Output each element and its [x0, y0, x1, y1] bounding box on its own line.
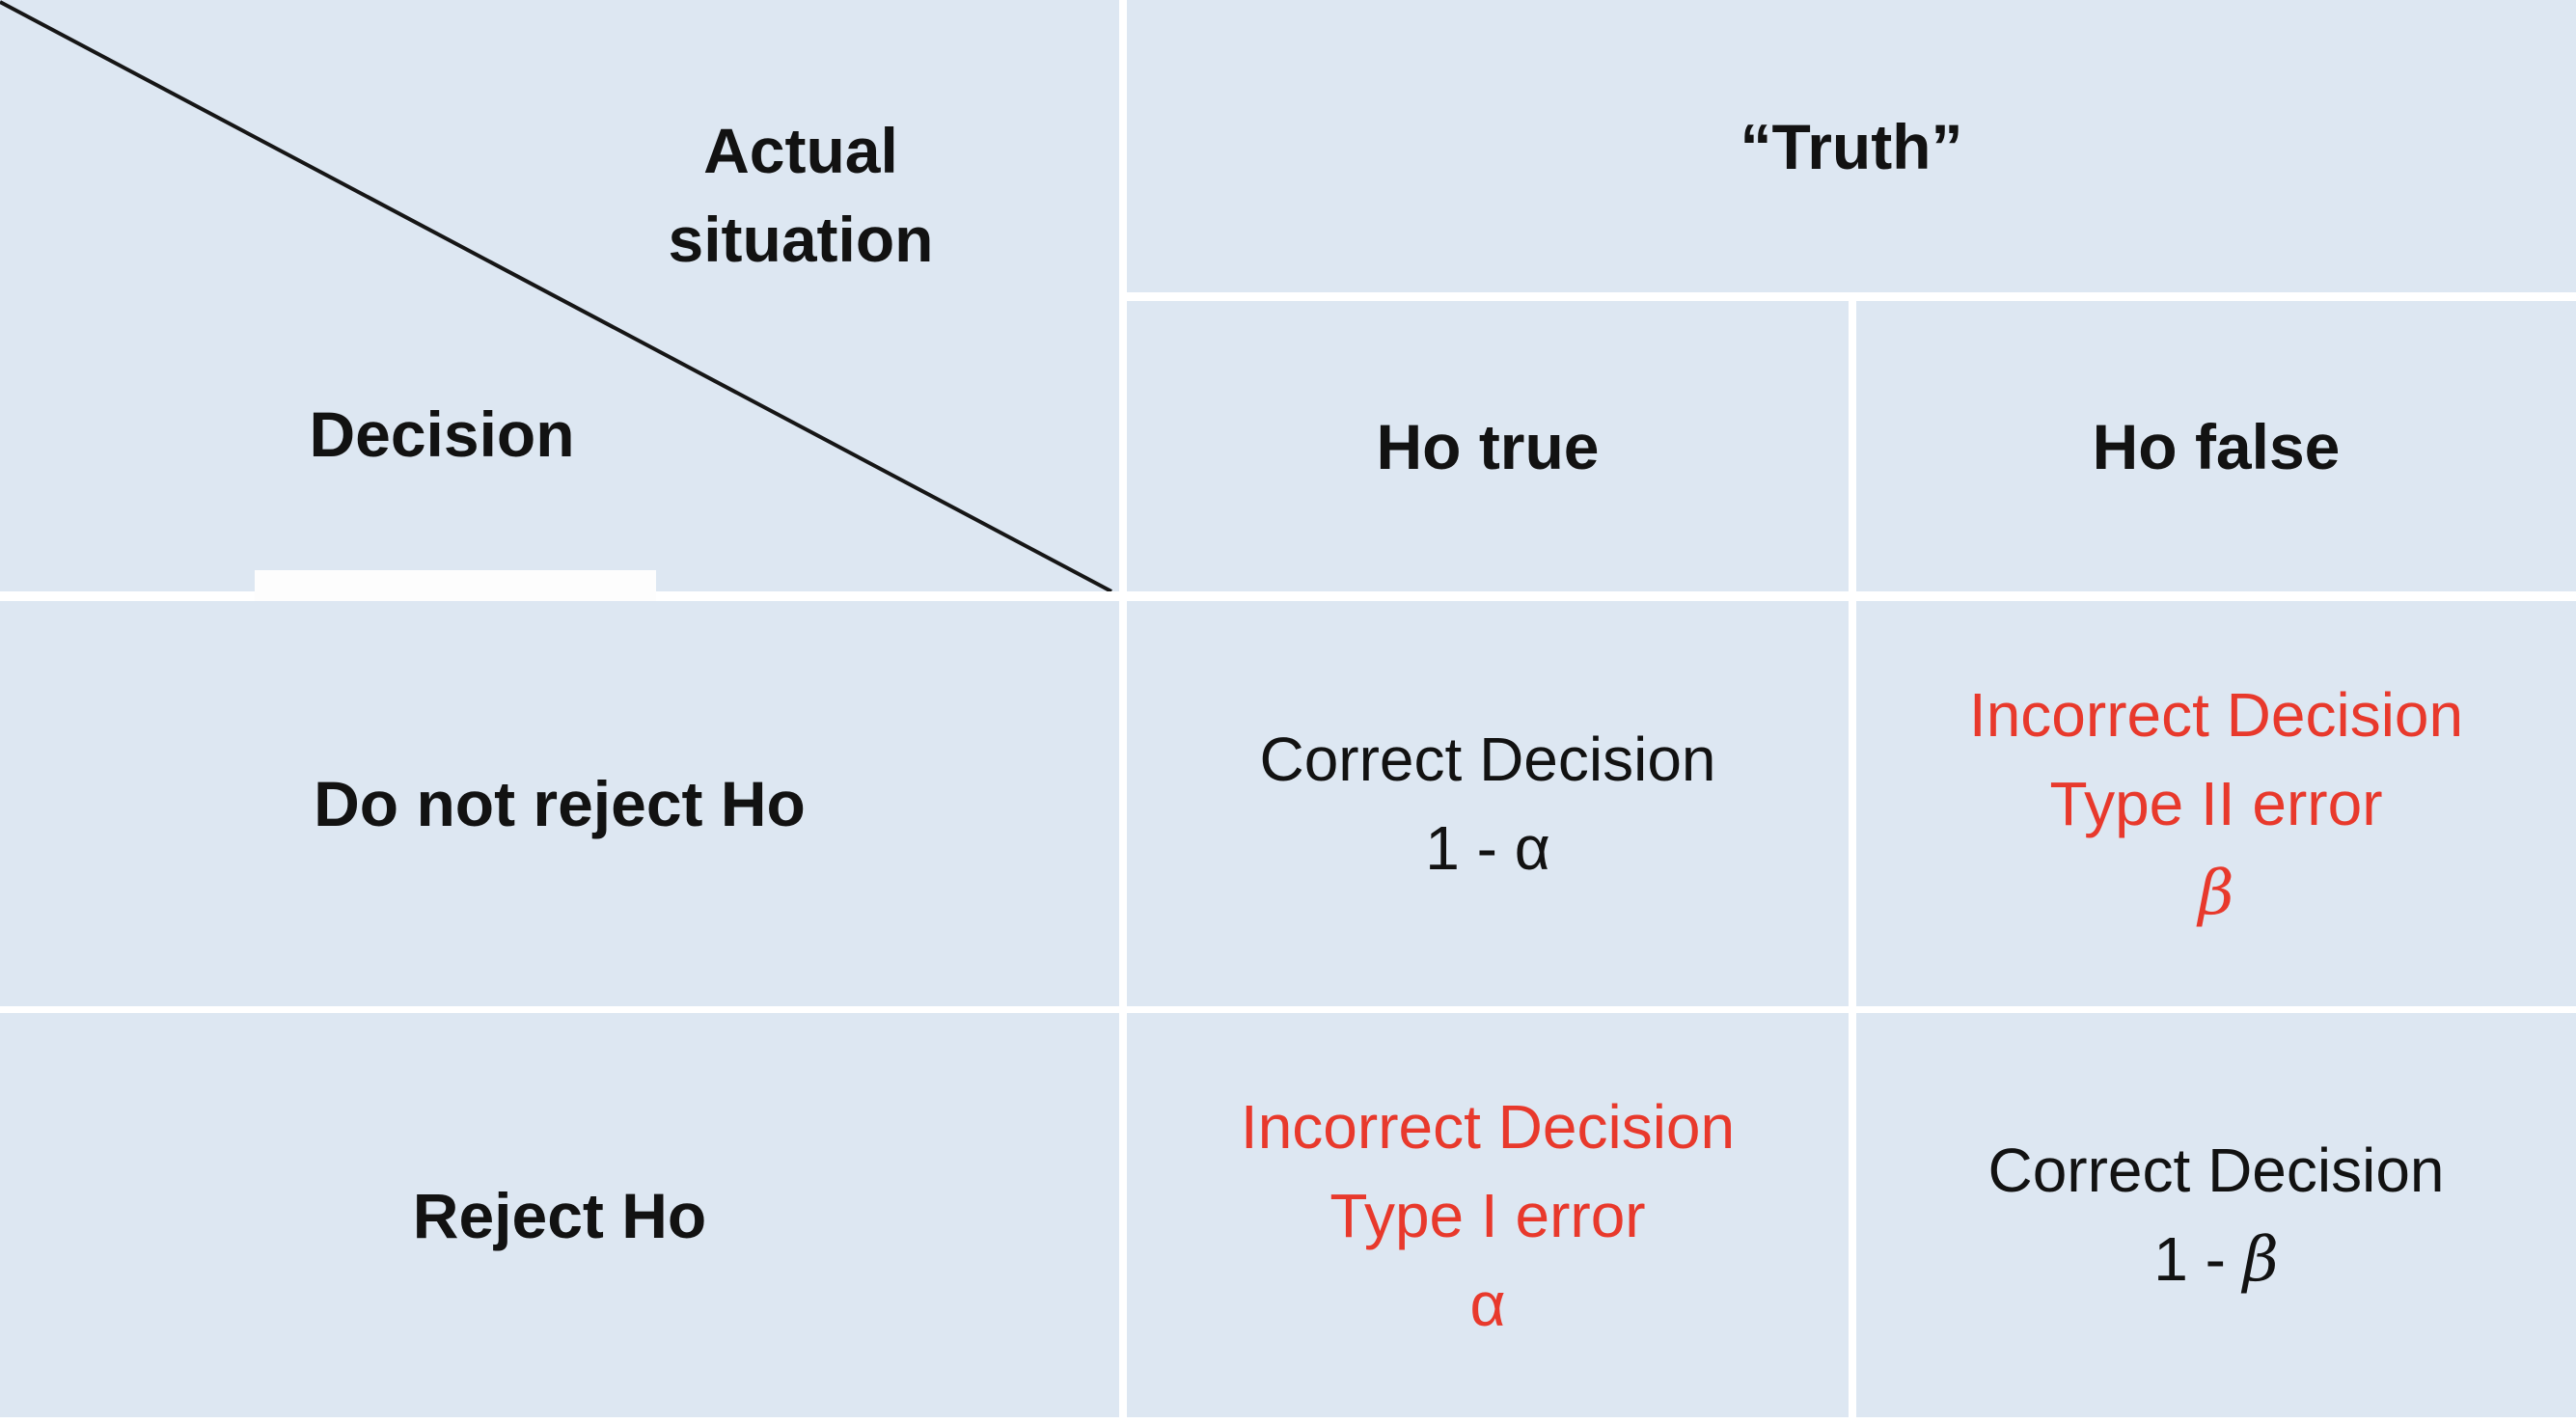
cell-text-line: Correct Decision [1259, 725, 1716, 794]
row-header-do-not-reject-ho-label: Do not reject Ho [314, 768, 806, 839]
greek-alpha: α [1469, 1269, 1506, 1339]
row-header-do-not-reject-ho: Do not reject Ho [0, 601, 1119, 1006]
column-group-header-truth-label: “Truth” [1740, 110, 1963, 182]
cell-text-line: Type I error [1329, 1180, 1646, 1250]
cell-formula-line: 1 - β [2153, 1215, 2278, 1304]
column-header-ho-true: Ho true [1127, 301, 1849, 591]
cell-text-line: Incorrect Decision [1240, 1091, 1736, 1162]
cell-formula-line: α [1470, 1260, 1506, 1349]
white-artifact-patch [255, 570, 656, 601]
greek-beta: β [2198, 857, 2234, 929]
corner-cell: Actual situation Decision [0, 0, 1119, 591]
cell-type-2-error: Incorrect Decision Type II error β [1856, 601, 2576, 1006]
cell-correct-decision-1-beta: Correct Decision 1 - β [1856, 1013, 2576, 1417]
cell-text-line: Correct Decision [1987, 1136, 2445, 1205]
formula-prefix: 1 - [1425, 813, 1515, 883]
diagonal-line [0, 0, 1112, 591]
cell-formula-line: β [2199, 848, 2234, 938]
axis-label-decision: Decision [309, 398, 575, 470]
cell-type-1-error: Incorrect Decision Type I error α [1127, 1013, 1849, 1417]
axis-label-actual-line1: Actual [703, 115, 898, 186]
row-header-reject-ho: Reject Ho [0, 1013, 1119, 1417]
greek-alpha: α [1514, 813, 1550, 883]
column-header-ho-true-label: Ho true [1376, 410, 1600, 482]
column-group-header-truth: “Truth” [1127, 0, 2576, 292]
axis-label-actual-line2: situation [668, 204, 934, 275]
cell-correct-decision-1-alpha: Correct Decision 1 - α [1127, 601, 1849, 1006]
greek-beta: β [2242, 1224, 2279, 1296]
column-header-ho-false: Ho false [1856, 301, 2576, 591]
cell-text-line: Incorrect Decision [1968, 679, 2464, 750]
cell-text-line: Type II error [2049, 768, 2383, 838]
cell-formula-line: 1 - α [1425, 804, 1549, 892]
row-header-reject-ho-label: Reject Ho [412, 1179, 707, 1251]
axis-label-actual-situation: Actual situation [511, 106, 1090, 284]
column-header-ho-false-label: Ho false [2092, 410, 2341, 482]
formula-prefix: 1 - [2153, 1224, 2243, 1294]
